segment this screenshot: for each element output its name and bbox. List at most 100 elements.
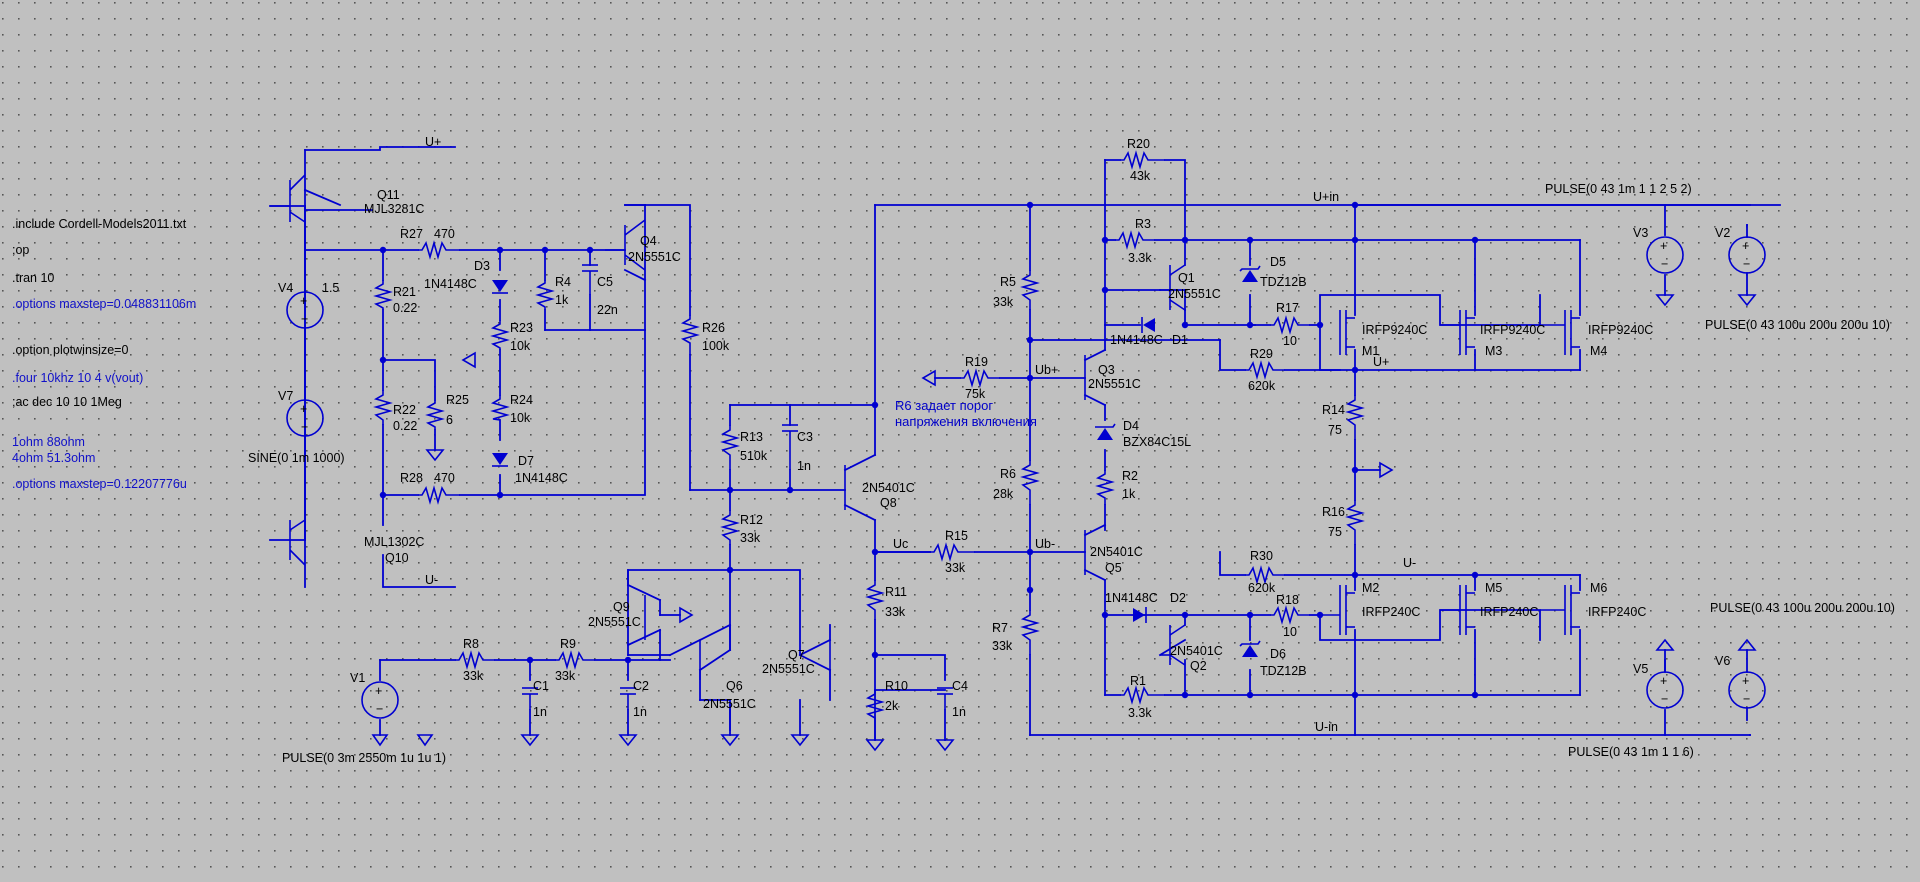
r5-symbol [1020,270,1040,310]
r2-value: 1k [1122,487,1136,501]
v6-value: PULSE(0 43 100u 200u 200u 10) [1710,601,1895,615]
net-u-minus-in: U-in [1315,720,1338,734]
r8-symbol [455,650,495,670]
r10-name: R10 [885,679,908,693]
r20-name: R20 [1127,137,1150,151]
d2-model: 1N4148C [1105,591,1158,605]
svg-text:+: + [300,402,307,416]
svg-text:+: + [1742,239,1749,253]
gnd-q7 [790,734,810,747]
r4-value: 1k [555,293,569,307]
directive-note1: 1ohm 88ohm [12,435,85,449]
r11-name: R11 [885,585,907,599]
m3-model: IRFP9240C [1480,323,1545,337]
r15-value: 33k [945,561,966,575]
c5-value: 22n [597,303,618,317]
c2-value: 1n [633,705,647,719]
gnd-v2 [1737,294,1757,307]
q7-model: 2N5551C [762,662,815,676]
r15-symbol [930,542,975,562]
net-ub-plus: Ub+ [1035,363,1058,377]
directive-op: ;op [12,243,29,257]
d7-name: D7 [518,454,534,468]
c3-symbol [782,424,798,470]
svg-text:−: − [301,312,308,326]
gnd-v1b [416,734,434,747]
m4-name: M4 [1590,344,1607,358]
directive-maxstep1: .options maxstep=0.048831106m [12,297,196,311]
r24-value: 10k [510,411,531,425]
net-u-plus-in: U+in [1313,190,1339,204]
r28-symbol [418,485,460,505]
r23-name: R23 [510,321,533,335]
q3-name: Q3 [1098,363,1115,377]
source-labels: V4 1.5 V7 SINE(0 1m 1000) V1 PULSE(0 3m … [248,182,1895,765]
m1-name: M1 [1362,344,1379,358]
m6-model: IRFP240C [1588,605,1646,619]
c4-symbol [937,687,953,710]
q4-symbol [605,219,646,271]
gnd-out [1379,461,1394,479]
r17-symbol [1270,315,1310,335]
directive-tran: .tran 10 [12,271,54,285]
r29-symbol [1245,360,1285,380]
d3-model: 1N4148C [424,277,477,291]
r21-name: R21 [393,285,416,299]
q1-model: 2N5551C [1168,287,1221,301]
directive-texts: .include Cordell-Models2011.txt ;op .tra… [12,217,196,491]
v3-symbol: +− [1646,236,1684,274]
m6-symbol [1540,585,1580,635]
gnd-q9 [679,606,694,624]
svg-text:−: − [1661,257,1668,271]
r18-value: 10 [1283,625,1297,639]
svg-text:+: + [300,294,307,308]
r29-value: 620k [1248,379,1276,393]
r8-value: 33k [463,669,484,683]
r16-symbol [1345,500,1365,545]
r5-name: R5 [1000,275,1016,289]
c1-symbol [522,687,538,710]
net-u-minus-mid: U- [1403,556,1416,570]
q6-model: 2N5551C [703,697,756,711]
gnd-c2 [618,734,638,747]
v1-symbol: +− [361,681,399,719]
resistor-symbols [373,270,1365,740]
r6-symbol [1020,460,1040,505]
net-u-minus-left: U- [425,573,438,587]
m5-name: M5 [1485,581,1502,595]
r21-value: 0.22 [393,301,417,315]
r14-name: R14 [1322,403,1345,417]
r8-name: R8 [463,637,479,651]
c5-symbol [582,264,598,295]
directive-note2: 4ohm 51.3ohm [12,451,95,465]
mosfet-symbols [1320,310,1580,635]
r16-name: R16 [1322,505,1345,519]
v1-value: PULSE(0 3m 2550m 1u 1u 1) [282,751,446,765]
svg-text:+: + [1660,674,1667,688]
d6-symbol [1239,640,1261,657]
r17-value: 10 [1283,334,1297,348]
r16-value: 75 [1328,525,1342,539]
r12-name: R12 [740,513,763,527]
v5-name: V5 [1633,662,1648,676]
r26-name: R26 [702,321,725,335]
r20-value: 43k [1130,169,1151,183]
m5-symbol [1440,585,1475,635]
net-u-plus-left: U+ [425,135,441,149]
q9-model: 2N5551C [588,615,641,629]
r30-name: R30 [1250,549,1273,563]
r13-symbol [720,425,740,470]
svg-text:−: − [1743,692,1750,706]
r24-name: R24 [510,393,533,407]
q11-model: MJL3281C [364,202,424,216]
d2-name: D2 [1170,591,1186,605]
m4-model: IRFP9240C [1588,323,1653,337]
r17-name: R17 [1276,301,1299,315]
v6-name: V6 [1715,654,1730,668]
r2-symbol [1095,470,1115,505]
c1-name: C1 [533,679,549,693]
r6-value: 28k [993,487,1014,501]
directive-plotwinsize: .option plotwinsize=0 [12,343,128,357]
r9-value: 33k [555,669,576,683]
